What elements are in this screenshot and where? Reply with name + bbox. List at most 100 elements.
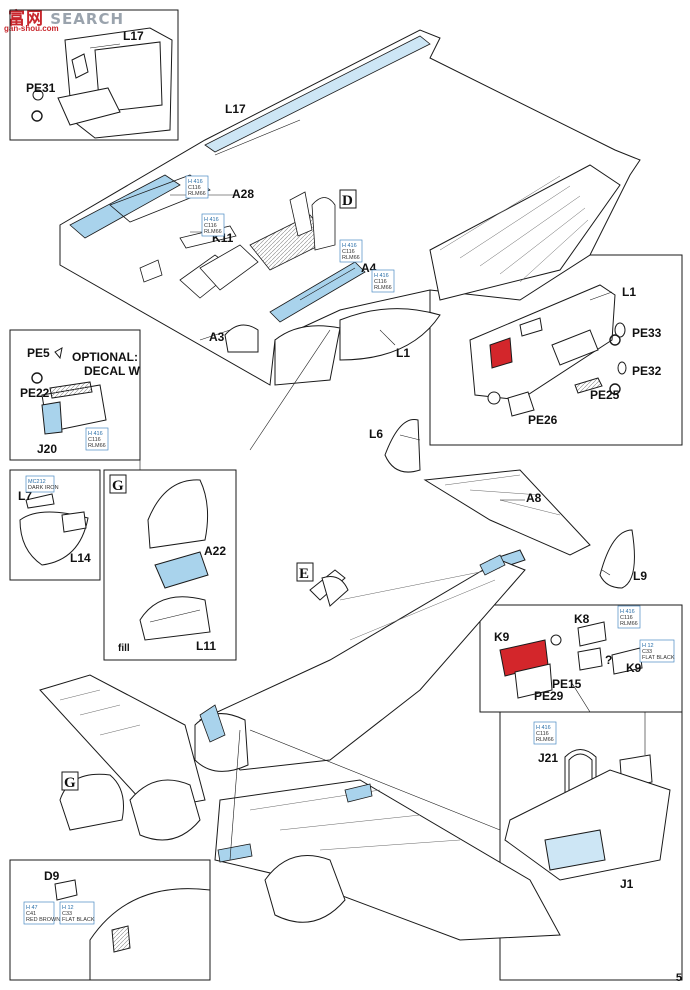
g-canopy-drawing [139, 479, 211, 641]
label-pe32: PE32 [632, 364, 662, 378]
part-labels: L17 PE31 L17 A28 K11 A4 A3 L1 L1 PE33 PE… [18, 29, 662, 891]
svg-text:RLM66: RLM66 [88, 443, 106, 449]
svg-text:H 12: H 12 [62, 905, 74, 911]
l14-drawing [19, 493, 89, 566]
label-a3: A3 [209, 330, 225, 344]
svg-text:FLAT BLACK: FLAT BLACK [642, 655, 675, 661]
label-pe33: PE33 [632, 326, 662, 340]
inset-box-l14 [9, 469, 101, 581]
paint-callouts: H 416 C116 RLM66 H 416 C116 RLM66 H 416 … [23, 175, 675, 925]
svg-text:C116: C116 [188, 185, 201, 191]
paint-callout-rlm66-7: H 416 C116 RLM66 [533, 721, 557, 745]
e-gun-drawing [309, 569, 349, 607]
paint-callout-flat-black-1: H 12 C33 FLAT BLACK [639, 639, 675, 663]
label-l17-inset: L17 [123, 29, 144, 43]
label-a8: A8 [526, 491, 542, 505]
label-pe5: PE5 [27, 346, 50, 360]
rotate-icon [31, 110, 621, 395]
inset-box-top-left [9, 9, 179, 141]
svg-text:RLM66: RLM66 [342, 255, 360, 261]
svg-text:H 416: H 416 [374, 273, 389, 279]
inset-box-g-canopy [103, 469, 237, 661]
svg-text:C116: C116 [204, 223, 217, 229]
label-pe15: PE15 [552, 677, 582, 691]
svg-text:H 416: H 416 [536, 725, 551, 731]
svg-text:FLAT BLACK: FLAT BLACK [62, 917, 95, 923]
label-l1: L1 [396, 346, 410, 360]
svg-text:E: E [299, 566, 309, 582]
label-l14: L14 [70, 551, 91, 565]
question-icon: ? [605, 653, 612, 667]
svg-text:G: G [64, 775, 76, 791]
label-l6: L6 [369, 427, 383, 441]
svg-text:C116: C116 [374, 279, 387, 285]
l1-detail-drawing [469, 284, 627, 417]
svg-text:RLM66: RLM66 [374, 285, 392, 291]
label-l11: L11 [196, 639, 216, 653]
label-fill: fill [118, 643, 130, 654]
svg-text:H 416: H 416 [342, 243, 357, 249]
label-k9-left: K9 [494, 630, 510, 644]
paint-callout-rlm66-1: H 416 C116 RLM66 [185, 175, 209, 199]
paint-callout-rlm66-6: H 416 C116 RLM66 [617, 605, 641, 629]
part-a28-blue [69, 174, 181, 239]
watermark-logo: 富网 SEARCH [8, 9, 125, 29]
label-pe29: PE29 [534, 689, 564, 703]
paint-callout-red-brown: H 47 C41 RED BROWN [23, 901, 60, 925]
label-pe31: PE31 [26, 81, 56, 95]
svg-text:MC212: MC212 [28, 479, 46, 485]
paint-callout-flat-black-2: H 12 C33 FLAT BLACK [59, 901, 95, 925]
d9-drawing [54, 879, 211, 981]
step-letter-g-top: G [109, 474, 127, 494]
leader-lines [139, 119, 646, 861]
svg-text:C116: C116 [620, 615, 633, 621]
svg-text:C116: C116 [88, 437, 101, 443]
paint-callout-dark-iron: MC212 DARK IRON [25, 475, 59, 493]
label-d9: D9 [44, 869, 60, 883]
svg-text:H 416: H 416 [188, 179, 203, 185]
label-j21: J21 [538, 751, 558, 765]
label-k9-right: K9 [626, 661, 642, 675]
inset-box-l1-detail [429, 254, 683, 446]
k9-drawing [499, 621, 643, 699]
svg-text:H 416: H 416 [204, 217, 219, 223]
label-pe22: PE22 [20, 386, 50, 400]
svg-text:RLM66: RLM66 [536, 737, 554, 743]
svg-text:DARK IRON: DARK IRON [28, 485, 59, 491]
part-a4-blue [269, 261, 366, 323]
svg-text:C33: C33 [62, 911, 72, 917]
label-optional: OPTIONAL: [72, 350, 138, 364]
step-letter-d: D [339, 189, 357, 209]
svg-text:H 416: H 416 [88, 431, 103, 437]
label-l1-inset: L1 [622, 285, 636, 299]
paint-callout-rlm66-5: H 416 C116 RLM66 [85, 427, 109, 451]
svg-text:RLM66: RLM66 [188, 191, 206, 197]
label-j1: J1 [620, 877, 634, 891]
j1-drawing [504, 749, 671, 881]
label-pe26: PE26 [528, 413, 558, 427]
paint-callout-rlm66-3: H 416 C116 RLM66 [339, 239, 363, 263]
optional-decal-drawing [41, 347, 107, 435]
longeron-l17 [204, 35, 431, 153]
label-pe25: PE25 [590, 388, 620, 402]
svg-text:RED BROWN: RED BROWN [26, 917, 60, 923]
inset-l17-drawing [32, 27, 173, 139]
label-a28: A28 [232, 187, 254, 201]
fuselage-lower [39, 559, 561, 941]
step-letter-g-bottom: G [61, 771, 79, 791]
label-j20: J20 [37, 442, 57, 456]
svg-text:G: G [112, 478, 124, 494]
watermark-url: gan-shou.com [4, 24, 59, 33]
paint-callout-rlm66-4: H 416 C116 RLM66 [371, 269, 395, 293]
svg-text:RLM66: RLM66 [620, 621, 638, 627]
label-decal-w: DECAL W [84, 364, 140, 378]
tail-drawing [384, 418, 635, 589]
svg-text:C33: C33 [642, 649, 652, 655]
svg-text:C116: C116 [536, 731, 549, 737]
svg-text:H 12: H 12 [642, 643, 654, 649]
svg-text:H 416: H 416 [620, 609, 635, 615]
svg-text:C116: C116 [342, 249, 355, 255]
svg-text:RLM66: RLM66 [204, 229, 222, 235]
label-l17: L17 [225, 102, 246, 116]
